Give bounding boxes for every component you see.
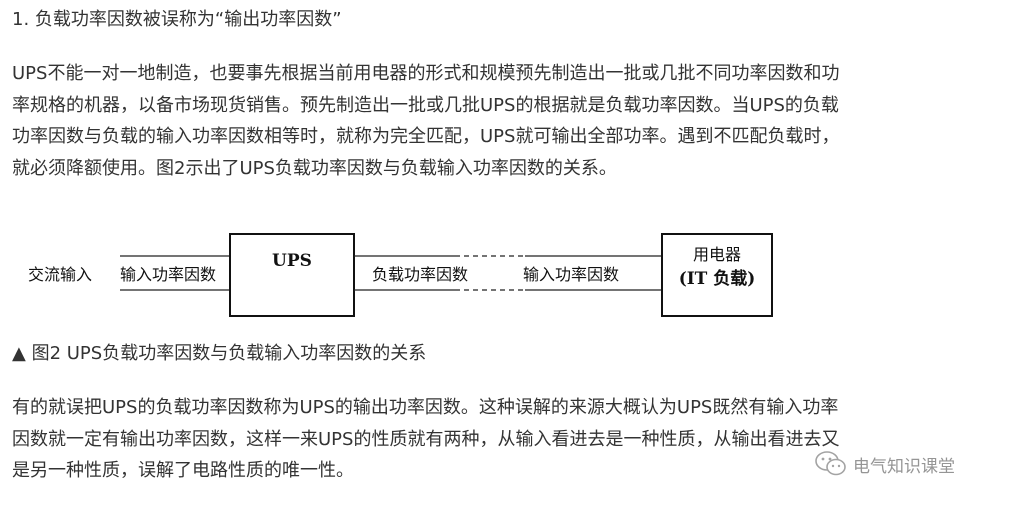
figure-caption: ▲ 图2 UPS负载功率因数与负载输入功率因数的关系: [12, 343, 427, 364]
diagram-svg: 交流输入 输入功率因数 UPS 负载功率因数 输入功率因数 用电器 (IT 负载…: [28, 233, 773, 317]
input-pf-label-right: 输入功率因数: [523, 265, 619, 284]
watermark: 电气知识课堂: [815, 450, 955, 478]
paragraph-line: 因数就一定有输出功率因数，这样一来UPS的性质就有两种，从输入看进去是一种性质，…: [12, 428, 840, 450]
appliance-box: [661, 233, 773, 317]
ups-box: [229, 233, 355, 317]
watermark-text: 电气知识课堂: [853, 456, 955, 477]
input-pf-label-left: 输入功率因数: [120, 265, 216, 284]
appliance-sub-label: (IT 负载): [679, 268, 756, 289]
appliance-label: 用电器: [693, 245, 741, 264]
ups-power-factor-diagram: 交流输入 输入功率因数 UPS 负载功率因数 输入功率因数 用电器 (IT 负载…: [0, 222, 1036, 330]
paragraph-line: 率规格的机器，以备市场现货销售。预先制造出一批或几批UPS的根据就是负载功率因数…: [12, 94, 839, 116]
paragraph-2: 有的就误把UPS的负载功率因数称为UPS的输出功率因数。这种误解的来源大概认为U…: [12, 392, 1030, 487]
paragraph-line: 就必须降额使用。图2示出了UPS负载功率因数与负载输入功率因数的关系。: [12, 157, 617, 179]
ups-label: UPS: [272, 251, 312, 271]
section-heading: 1. 负载功率因数被误称为“输出功率因数”: [12, 9, 342, 30]
paragraph-line: UPS不能一对一地制造，也要事先根据当前用电器的形式和规模预先制造出一批或几批不…: [12, 63, 840, 84]
paragraph-line: 功率因数与负载的输入功率因数相等时，就称为完全匹配，UPS就可输出全部功率。遇到…: [12, 126, 840, 147]
paragraph-line: 是另一种性质，误解了电路性质的唯一性。: [12, 460, 354, 481]
wechat-icon: [815, 451, 846, 476]
paragraph-1: UPS不能一对一地制造，也要事先根据当前用电器的形式和规模预先制造出一批或几批不…: [12, 58, 1030, 184]
load-pf-label: 负载功率因数: [372, 265, 468, 284]
ac-input-label: 交流输入: [28, 265, 92, 284]
paragraph-line: 有的就误把UPS的负载功率因数称为UPS的输出功率因数。这种误解的来源大概认为U…: [12, 397, 839, 418]
